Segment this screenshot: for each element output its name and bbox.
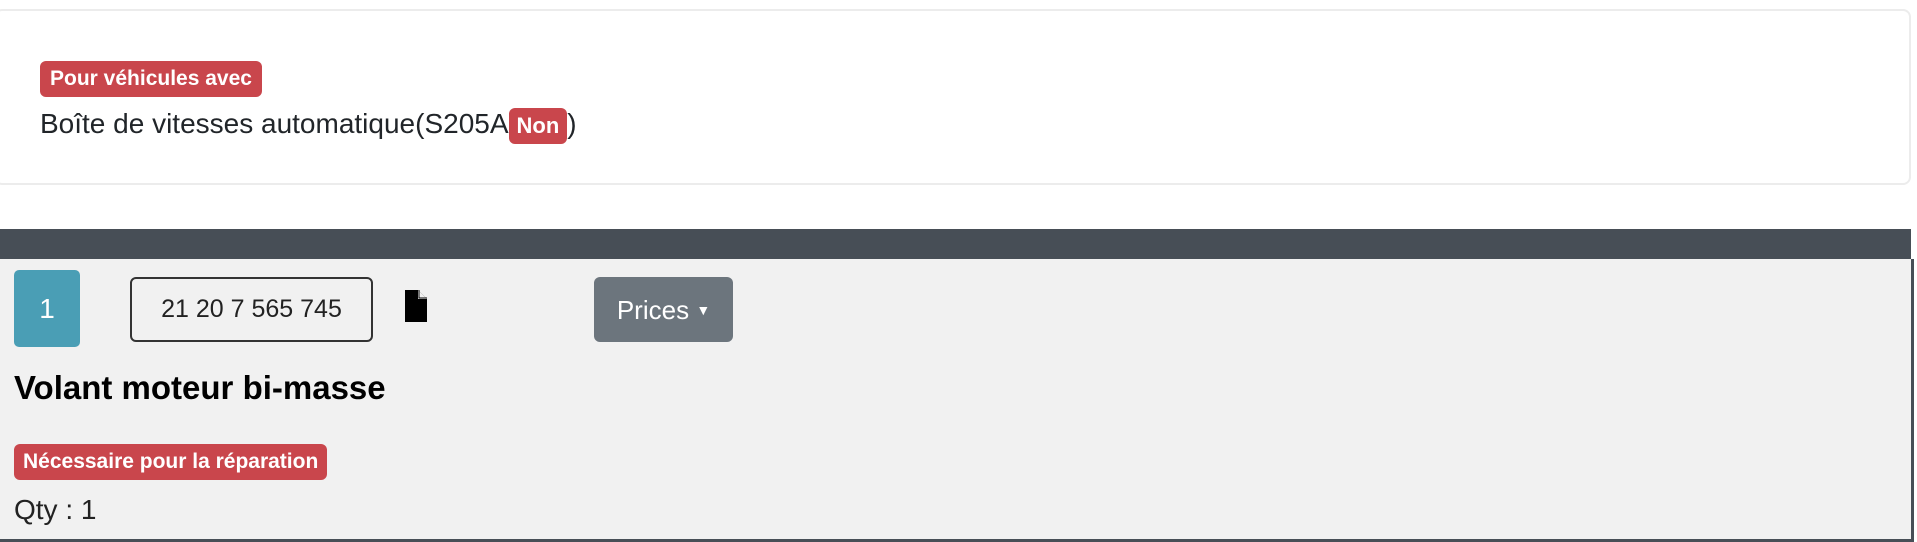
prices-label: Prices (616, 295, 690, 325)
part-name: Volant moteur bi-masse (14, 369, 386, 406)
condition-description: Boîte de vitesses automatique(S205A (40, 108, 509, 139)
condition-label-badge: Pour véhicules avec (40, 61, 262, 97)
prices-dropdown-button[interactable]: Prices ▼ (594, 277, 733, 342)
requirement-badge: Nécessaire pour la réparation (14, 444, 328, 480)
vehicle-condition-card (0, 9, 1911, 185)
condition-closing: ) (567, 108, 577, 139)
part-panel (0, 259, 1914, 542)
part-number-box[interactable]: 21 20 7 565 745 (130, 277, 373, 342)
part-position-badge[interactable]: 1 (14, 270, 80, 347)
caret-down-icon: ▼ (696, 302, 711, 318)
file-icon[interactable] (405, 290, 427, 327)
condition-value-badge: Non (508, 107, 568, 144)
part-header-bar (0, 229, 1911, 259)
quantity-text: Qty : 1 (14, 494, 97, 525)
